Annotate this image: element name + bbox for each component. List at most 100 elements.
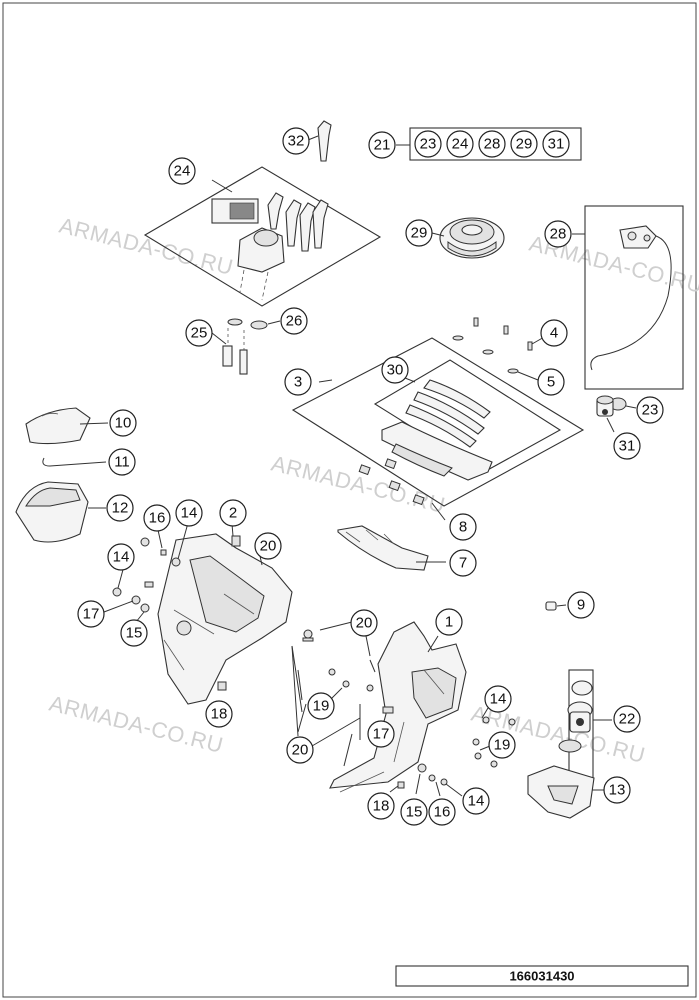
callout-4[interactable]: 4	[540, 319, 568, 347]
svg-text:17: 17	[83, 606, 100, 623]
seat-lock-cable	[572, 205, 684, 390]
svg-text:14: 14	[181, 505, 198, 522]
callout-17[interactable]: 17	[367, 720, 395, 748]
svg-text:32: 32	[288, 133, 305, 150]
kit-28-box	[584, 205, 684, 390]
callout-16[interactable]: 16	[428, 798, 456, 826]
bracket	[337, 525, 446, 571]
callout-17[interactable]: 17	[77, 600, 105, 628]
callout-29[interactable]: 29	[405, 219, 433, 247]
svg-text:19: 19	[494, 737, 511, 754]
callout-28[interactable]: 28	[544, 220, 572, 248]
callout-14[interactable]: 14	[462, 787, 490, 815]
callout-15[interactable]: 15	[120, 619, 148, 647]
callout-3[interactable]: 3	[284, 368, 312, 396]
svg-text:10: 10	[115, 415, 132, 432]
watermarks: ARMADA-CO.RU ARMADA-CO.RU ARMADA-CO.RU A…	[47, 213, 699, 768]
callout-18[interactable]: 18	[367, 792, 395, 820]
svg-text:2: 2	[229, 505, 237, 522]
callout-23[interactable]: 23	[636, 396, 664, 424]
svg-text:26: 26	[286, 313, 303, 330]
callout-21[interactable]: 21	[368, 131, 396, 159]
svg-text:14: 14	[113, 549, 130, 566]
callout-10[interactable]: 10	[109, 409, 137, 437]
callout-9[interactable]: 9	[567, 591, 595, 619]
bolt	[239, 349, 248, 375]
callout-22[interactable]: 22	[613, 705, 641, 733]
callout-5[interactable]: 5	[537, 368, 565, 396]
svg-text:4: 4	[550, 325, 558, 342]
callout-kit-29[interactable]: 29	[510, 130, 538, 158]
callout-1[interactable]: 1	[435, 608, 463, 636]
callout-25[interactable]: 25	[185, 319, 213, 347]
bolt	[222, 345, 233, 367]
svg-text:18: 18	[211, 706, 228, 723]
lock-fasteners	[211, 318, 281, 375]
ignition-lock-set	[143, 166, 382, 307]
callout-11[interactable]: 11	[108, 448, 136, 476]
svg-text:23: 23	[420, 136, 437, 153]
svg-text:15: 15	[126, 625, 143, 642]
kit-21-group	[396, 127, 582, 161]
callout-kit-23[interactable]: 23	[414, 130, 442, 158]
svg-text:28: 28	[550, 226, 567, 243]
svg-text:8: 8	[459, 519, 467, 536]
svg-text:24: 24	[452, 136, 469, 153]
left-cover-parts	[15, 407, 109, 543]
callout-kit-31[interactable]: 31	[542, 130, 570, 158]
callout-8[interactable]: 8	[449, 513, 477, 541]
svg-text:30: 30	[387, 362, 404, 379]
key	[312, 199, 329, 249]
svg-text:7: 7	[459, 555, 467, 572]
svg-text:11: 11	[114, 454, 130, 471]
callout-14[interactable]: 14	[107, 543, 135, 571]
callout-20[interactable]: 20	[350, 609, 378, 637]
svg-text:13: 13	[609, 782, 626, 799]
callout-31[interactable]: 31	[613, 432, 641, 460]
callout-30[interactable]: 30	[381, 356, 409, 384]
svg-text:20: 20	[260, 538, 277, 555]
callout-18[interactable]: 18	[205, 700, 233, 728]
svg-text:16: 16	[149, 510, 166, 527]
callout-20[interactable]: 20	[286, 736, 314, 764]
callout-7[interactable]: 7	[449, 549, 477, 577]
callout-20[interactable]: 20	[254, 532, 282, 560]
callout-19[interactable]: 19	[488, 731, 516, 759]
callout-kit-24[interactable]: 24	[446, 130, 474, 158]
callout-32[interactable]: 32	[282, 127, 310, 155]
svg-text:18: 18	[373, 798, 390, 815]
power-socket	[596, 395, 637, 433]
svg-text:3: 3	[294, 374, 302, 391]
svg-text:19: 19	[313, 698, 330, 715]
callout-26[interactable]: 26	[280, 307, 308, 335]
callout-14[interactable]: 14	[484, 685, 512, 713]
callout-15[interactable]: 15	[400, 798, 428, 826]
tank-cover-kit	[291, 317, 585, 521]
callout-12[interactable]: 12	[106, 494, 134, 522]
callout-13[interactable]: 13	[603, 776, 631, 804]
key	[299, 202, 316, 252]
svg-text:15: 15	[406, 804, 423, 821]
svg-text:1: 1	[445, 614, 453, 631]
svg-text:5: 5	[547, 374, 555, 391]
callout-kit-28[interactable]: 28	[478, 130, 506, 158]
callout-24[interactable]: 24	[168, 157, 196, 185]
svg-text:16: 16	[434, 804, 451, 821]
document-number-box: 166031430	[395, 965, 689, 987]
tank-lock-set	[558, 669, 612, 783]
small-clip	[545, 601, 567, 611]
front-cover	[527, 765, 604, 819]
svg-text:14: 14	[468, 793, 485, 810]
callout-14[interactable]: 14	[175, 499, 203, 527]
svg-text:31: 31	[548, 136, 565, 153]
callout-2[interactable]: 2	[219, 499, 247, 527]
key	[285, 199, 302, 247]
fuel-tank-cap	[431, 217, 505, 259]
callout-19[interactable]: 19	[307, 692, 335, 720]
svg-text:20: 20	[356, 615, 373, 632]
callout-16[interactable]: 16	[143, 504, 171, 532]
svg-text:17: 17	[373, 726, 390, 743]
svg-text:28: 28	[484, 136, 501, 153]
